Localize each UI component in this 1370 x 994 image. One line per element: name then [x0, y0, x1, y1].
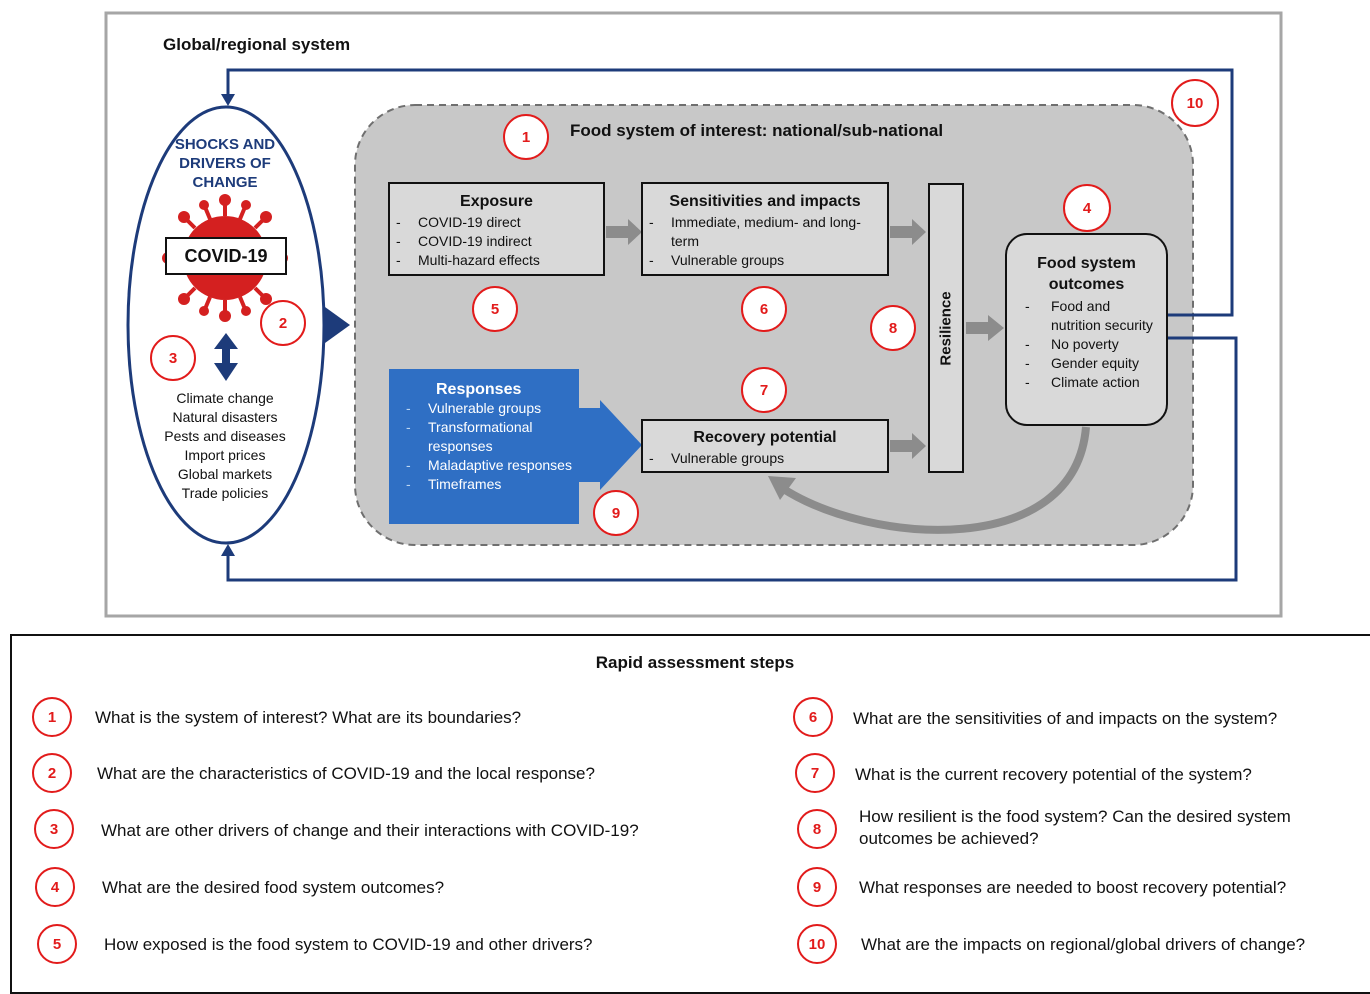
outcomes-title: Food system outcomes [1037, 255, 1136, 293]
driver-item: Trade policies [181, 485, 269, 501]
step-text-5: How exposed is the food system to COVID-… [104, 935, 593, 954]
steps-title: Rapid assessment steps [595, 653, 795, 672]
responses-title: Responses [436, 381, 522, 398]
step-marker-5: 5 [37, 924, 77, 964]
resilience-bar: Resilience [928, 183, 964, 473]
responses-item: Timeframes [400, 475, 580, 494]
top-feedback-line [226, 68, 1234, 317]
responses-item: Transformational responses [400, 418, 580, 456]
marker-5: 5 [472, 286, 518, 332]
resilience-label: Resilience [937, 290, 955, 366]
outcomes-item: Food and nutrition security [1007, 297, 1158, 335]
step-marker-7: 7 [795, 753, 835, 793]
recovery-box: Recovery potential Vulnerable groups [641, 419, 889, 473]
marker-1: 1 [503, 114, 549, 160]
marker-8: 8 [870, 305, 916, 351]
step-text-10: What are the impacts on regional/global … [861, 935, 1306, 954]
exposure-item: COVID-19 indirect [390, 232, 603, 251]
outcomes-to-recovery-curve [779, 426, 1090, 534]
driver-item: Climate change [176, 390, 274, 406]
shocks-title: SHOCKS AND DRIVERS OF CHANGE [174, 136, 276, 191]
exposure-box: Exposure COVID-19 direct COVID-19 indire… [388, 182, 605, 276]
responses-item: Maladaptive responses [400, 456, 580, 475]
step-text-3: What are other drivers of change and the… [101, 821, 639, 840]
marker-2: 2 [260, 300, 306, 346]
marker-10: 10 [1171, 79, 1219, 127]
step-marker-2: 2 [32, 753, 72, 793]
step-marker-10: 10 [797, 924, 837, 964]
top-arrowhead [221, 94, 235, 106]
driver-item: Natural disasters [172, 409, 278, 425]
step-marker-9: 9 [797, 867, 837, 907]
ellipse-pointer [325, 307, 350, 343]
exposure-to-sensitivity-arrow [606, 219, 642, 245]
driver-item: Pests and diseases [164, 428, 286, 444]
sensitivities-item: Vulnerable groups [643, 251, 867, 270]
responses-block: Responses Vulnerable groups Transformati… [400, 381, 580, 494]
outcomes-item: No poverty [1007, 335, 1158, 354]
step-text-4: What are the desired food system outcome… [102, 878, 445, 897]
step-marker-4: 4 [35, 867, 75, 907]
sensitivities-item: Immediate, medium- and long-term [643, 213, 867, 251]
interaction-double-arrow-icon [214, 333, 238, 381]
global-system-title: Global/regional system [163, 35, 351, 54]
step-text-2: What are the characteristics of COVID-19… [97, 764, 595, 783]
shocks-ellipse [126, 105, 326, 545]
step-marker-6: 6 [793, 697, 833, 737]
outcomes-item: Gender equity [1007, 354, 1158, 373]
driver-item: Import prices [184, 447, 266, 463]
sensitivities-box: Sensitivities and impacts Immediate, med… [641, 182, 889, 276]
exposure-item: Multi-hazard effects [390, 251, 603, 270]
sensitivity-to-resilience-arrow [890, 219, 926, 245]
recovery-item: Vulnerable groups [643, 449, 887, 468]
step-text-9: What responses are needed to boost recov… [859, 878, 1287, 897]
step-text-6: What are the sensitivities of and impact… [853, 709, 1278, 728]
driver-item: Global markets [177, 466, 273, 482]
flow-arrows [606, 219, 1004, 459]
exposure-item: COVID-19 direct [390, 213, 603, 232]
covid-label: COVID-19 [165, 237, 287, 275]
recovery-to-resilience-arrow [890, 433, 926, 459]
step-text-1: What is the system of interest? What are… [95, 708, 522, 727]
bottom-feedback-line [226, 336, 1238, 582]
outcomes-item: Climate action [1007, 373, 1158, 392]
food-system-title: Food system of interest: national/sub-na… [570, 121, 944, 140]
marker-4: 4 [1063, 184, 1111, 232]
step-marker-1: 1 [32, 697, 72, 737]
step-marker-8: 8 [797, 809, 837, 849]
outcomes-box: Food system outcomes Food and nutrition … [1005, 233, 1168, 426]
step-text-8: How resilient is the food system? Can th… [859, 807, 1291, 848]
step-marker-3: 3 [34, 809, 74, 849]
curve-arrowhead [768, 476, 796, 500]
responses-item: Vulnerable groups [400, 399, 580, 418]
exposure-title: Exposure [460, 193, 533, 210]
marker-7: 7 [741, 367, 787, 413]
marker-3: 3 [150, 335, 196, 381]
bottom-arrowhead [221, 544, 235, 556]
sensitivities-title: Sensitivities and impacts [669, 193, 861, 210]
recovery-title: Recovery potential [693, 429, 837, 446]
marker-6: 6 [741, 286, 787, 332]
step-text-7: What is the current recovery potential o… [855, 765, 1252, 784]
resilience-to-outcomes-arrow [966, 315, 1004, 341]
marker-9: 9 [593, 490, 639, 536]
drivers-list: Climate change Natural disasters Pests a… [145, 389, 305, 503]
